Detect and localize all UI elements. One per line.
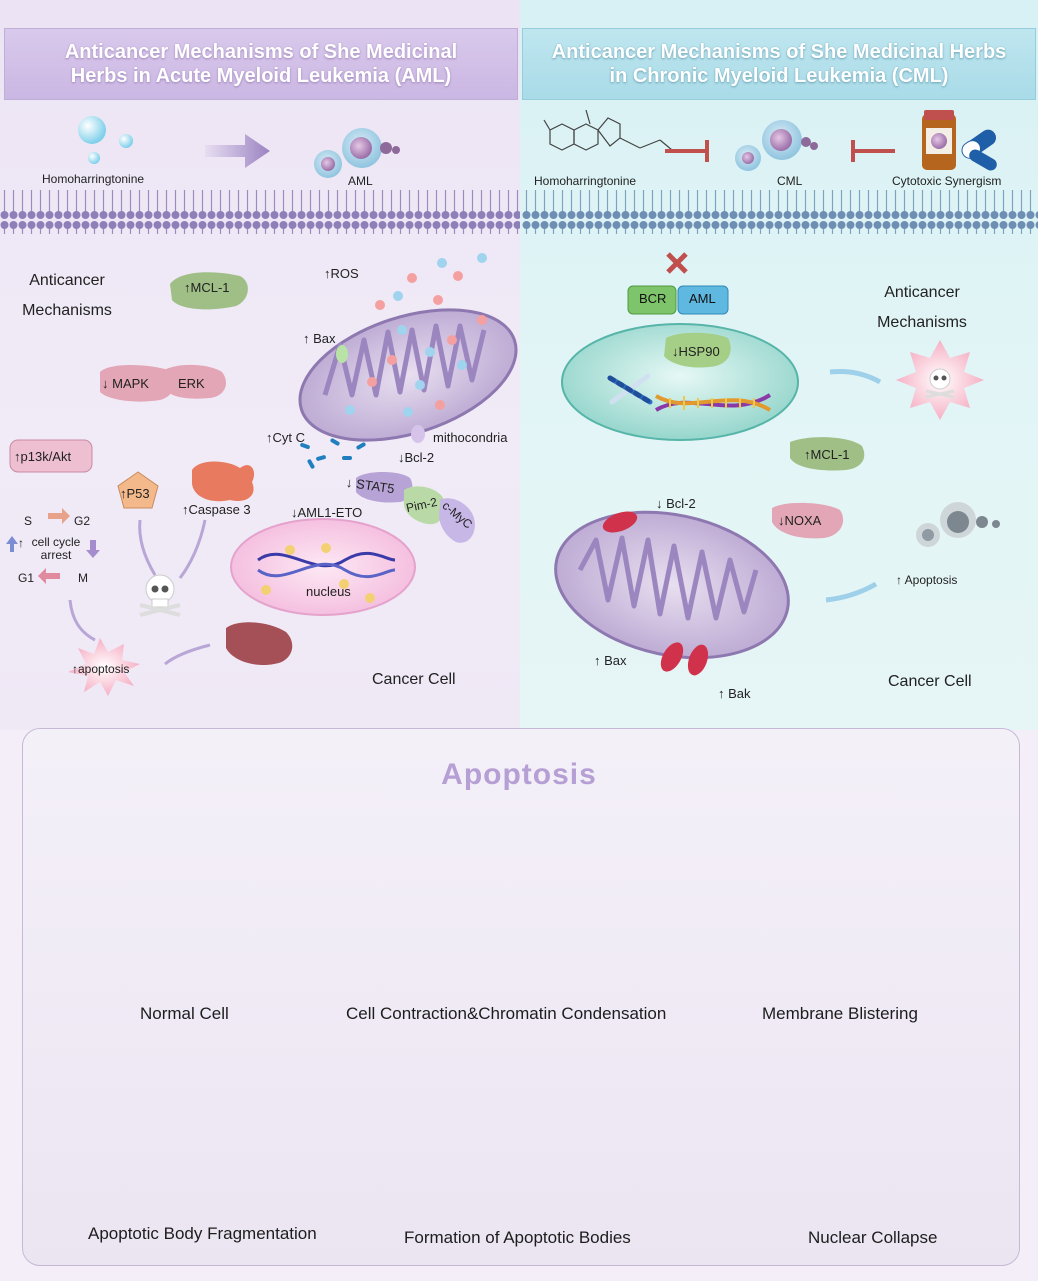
apoptosis-burst <box>68 638 140 696</box>
cml-synergy-label: Cytotoxic Synergism <box>892 174 1002 188</box>
stage-fragmentation: Apoptotic Body Fragmentation <box>88 1224 317 1243</box>
aml1eto-label: ↓AML1-ETO <box>291 505 363 520</box>
p53-pentagon <box>117 471 159 509</box>
aml-cytc-label: ↑Cyt C <box>266 430 305 445</box>
cml-dna-cell <box>561 323 799 441</box>
stage-apoptotic-bodies: Formation of Apoptotic Bodies <box>404 1228 631 1247</box>
ros-particles <box>345 253 487 417</box>
aml-apoptosis-label: ↑apoptosis <box>72 662 130 676</box>
bcr-box <box>627 285 677 315</box>
cml-arrow-2 <box>825 581 878 603</box>
p13k-label: ↑p13k/Akt <box>14 449 72 464</box>
aml-drug-label: Homoharringtonine <box>42 172 145 186</box>
homoharringtonine-bubbles <box>78 116 133 164</box>
aml-drug-arrow <box>205 134 270 168</box>
stage-blistering: Membrane Blistering <box>762 1004 918 1023</box>
cml-aml-label: AML <box>689 291 716 306</box>
cml-apoptosis-label: ↑ Apoptosis <box>896 573 958 587</box>
cml-bax-label: ↑ Bax <box>594 653 627 668</box>
drug-bottle-icon <box>922 110 956 170</box>
aml-cells-icon <box>314 128 400 178</box>
cycle-arrow-g1-s <box>6 536 18 552</box>
cml-inhibit-1 <box>665 140 709 162</box>
aml-erk-label: ERK <box>178 376 205 391</box>
stage-nuclear-collapse: Nuclear Collapse <box>808 1228 938 1247</box>
aml-header: Anticancer Mechanisms of She Medicinal H… <box>4 28 518 100</box>
cml-cancer-cell-label: Cancer Cell <box>888 673 972 690</box>
aml-box <box>677 285 729 315</box>
cml-mechanisms-title: Anticancer Mechanisms <box>877 284 967 331</box>
aml-header-text: Anticancer Mechanisms of She Medicinal H… <box>64 41 458 87</box>
cycle-arrow-g2-m <box>86 540 100 558</box>
cml-target-label: CML <box>777 174 803 188</box>
aml-mcl1-label: ↑MCL-1 <box>184 280 230 295</box>
aml-target-label: AML <box>348 174 373 188</box>
caspase3-label: ↑Caspase 3 <box>182 502 251 517</box>
cycle-m-label: M <box>78 571 88 585</box>
aml-ros-label: ↑ROS <box>324 266 359 281</box>
cytc-particles <box>300 438 366 469</box>
cml-header-text: Anticancer Mechanisms of She Medicinal H… <box>551 41 1007 87</box>
cycle-s-label: S <box>24 514 33 528</box>
p53-label: ↑P53 <box>120 486 150 501</box>
hsp90-label: ↓HSP90 <box>672 344 720 359</box>
aml-mapk-label: ↓ MAPK <box>102 376 149 391</box>
noxa-blob <box>772 502 844 539</box>
p13k-box <box>9 439 93 473</box>
aml-mitochondria-label: mithocondria <box>433 430 508 445</box>
bcr-label: BCR <box>639 291 667 306</box>
aml-membrane <box>0 190 520 234</box>
cmyc-blob <box>438 498 475 543</box>
caspase3-blob <box>192 461 255 502</box>
pim2-blob <box>403 486 446 525</box>
cycle-g2-label: G2 <box>74 514 91 528</box>
cml-drug-label: Homoharringtonine <box>534 174 637 188</box>
apoptosis-panel <box>22 728 1020 1266</box>
mcl1-blob <box>170 272 248 310</box>
cycle-arrow-s-g2 <box>48 508 70 524</box>
cml-arrow-1 <box>829 369 882 385</box>
nucleus-label: nucleus <box>306 584 351 599</box>
apoptosis-title: Apoptosis <box>441 758 597 791</box>
chromosome-icon <box>607 373 653 405</box>
skull-icon <box>139 574 181 617</box>
aml-nucleus <box>230 518 416 616</box>
aml-bax-label: ↑ Bax <box>303 331 336 346</box>
mapk-blob <box>100 365 175 402</box>
noxa-label: ↓NOXA <box>778 513 822 528</box>
cycle-arrest-label: cell cycle arrest <box>31 535 81 562</box>
hsp90-blob <box>664 332 731 368</box>
aml-cancer-cell-label: Cancer Cell <box>372 671 456 688</box>
apoptotic-cells-icon <box>916 502 1000 547</box>
stage-normal-cell: Normal Cell <box>140 1004 229 1023</box>
cml-inhibit-2 <box>851 140 895 162</box>
cml-x-mark <box>666 252 688 274</box>
aml-bcl2-label: ↓Bcl-2 <box>398 450 435 465</box>
cml-bak-label: ↑ Bak <box>718 686 751 701</box>
cml-header: Anticancer Mechanisms of She Medicinal H… <box>522 28 1036 100</box>
erk-blob <box>164 364 226 399</box>
cycle-arrow-m-g1 <box>38 568 60 584</box>
dna-strand-icon <box>654 393 772 412</box>
cml-mcl1-blob <box>790 437 865 471</box>
cml-mitochondria <box>554 510 790 676</box>
cml-membrane <box>522 190 1038 234</box>
cml-bcl2-label: ↓ Bcl-2 <box>656 496 696 511</box>
cml-cells-icon <box>735 120 818 171</box>
aml-mechanisms-title: Anticancer Mechanisms <box>22 272 112 319</box>
damaged-mitochondria-icon <box>226 622 293 666</box>
cml-skull-icon <box>925 368 955 399</box>
capsule-icon <box>961 129 997 171</box>
cycle-arrest-arrow: ↑ <box>18 536 24 550</box>
cml-mcl1-label: ↑MCL-1 <box>804 447 850 462</box>
homoharringtonine-structure-icon <box>543 109 673 151</box>
stat5-blob <box>356 472 413 503</box>
cycle-g1-label: G1 <box>18 571 35 585</box>
stage-contraction: Cell Contraction&Chromatin Condensation <box>346 1004 667 1023</box>
aml-flow-arrows <box>68 519 211 666</box>
